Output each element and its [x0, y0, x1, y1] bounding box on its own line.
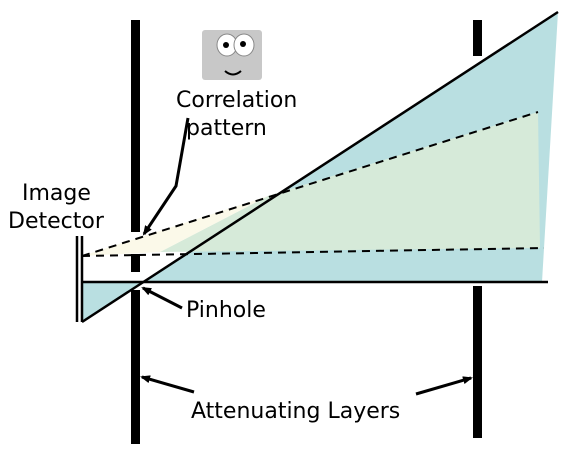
smiley-face-icon	[202, 30, 262, 80]
image-detector-label-line2: Detector	[8, 209, 105, 234]
pinhole-label: Pinhole	[186, 298, 266, 323]
inner-pattern-cone	[160, 112, 540, 252]
attenuating-arrow-right	[415, 376, 473, 396]
solid-ray	[81, 10, 559, 324]
attenuating-layer-2-bottom	[473, 286, 482, 438]
dashed-ray-lower	[81, 247, 545, 257]
image-detector-label-line1: Image	[22, 181, 91, 206]
dashed-ray-upper	[81, 111, 539, 257]
correlation-label-line2: pattern	[186, 116, 267, 141]
attenuating-arrow-left	[140, 375, 195, 394]
pinhole-arrow	[141, 286, 183, 310]
attenuating-layer-2-top	[473, 20, 482, 56]
attenuating-layer-1-mid	[131, 254, 140, 272]
correlation-label-line1: Correlation	[176, 88, 297, 113]
attenuating-layer-1-top	[131, 20, 140, 232]
attenuating-layer-1-bottom	[131, 290, 140, 444]
correlation-arrow	[142, 117, 190, 236]
attenuating-layers-label: Attenuating Layers	[191, 399, 400, 424]
